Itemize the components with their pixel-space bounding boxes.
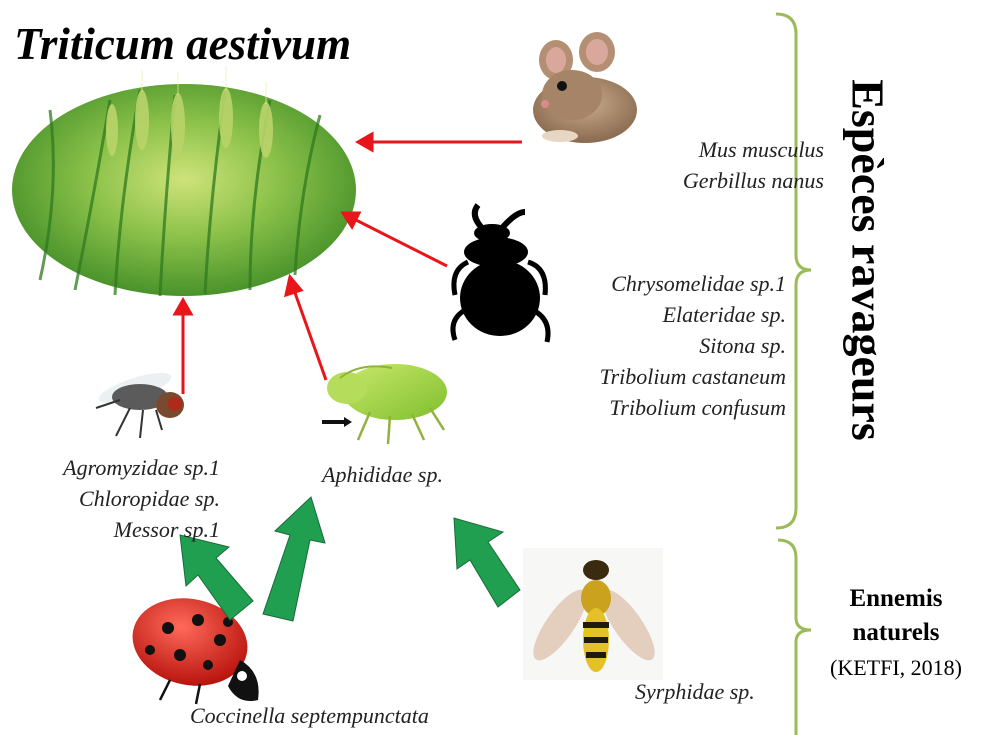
housefly-image xyxy=(96,367,184,438)
beetle-silhouette xyxy=(453,205,548,342)
flies-label: Agromyzidae sp.1 Chloropidae sp. Messor … xyxy=(63,452,220,545)
ladybug-label: Coccinella septempunctata xyxy=(190,700,429,731)
natural-enemies-group-label: Ennemis naturels xyxy=(806,582,982,650)
hoverfly-label: Syrphidae sp. xyxy=(635,676,755,707)
rodents-label: Mus musculus Gerbillus nanus xyxy=(683,134,824,196)
beetle-species-4: Tribolium castaneum xyxy=(600,361,786,392)
beetle-species-2: Elateridae sp. xyxy=(600,299,786,330)
fly-species-3: Messor sp.1 xyxy=(63,514,220,545)
fly-species-2: Chloropidae sp. xyxy=(63,483,220,514)
arrow-beetles-to-wheat xyxy=(354,219,447,266)
arrow-ladybug-to-aphid xyxy=(263,497,325,621)
predator-arrows xyxy=(180,497,520,621)
beetle-species-1: Chrysomelidae sp.1 xyxy=(600,268,786,299)
pest-species-group-text: Espèces ravageurs xyxy=(842,79,895,441)
hoverfly-image xyxy=(523,548,664,680)
natural-enemies-line-1: Ennemis xyxy=(806,582,982,616)
aphid-label: Aphididae sp. xyxy=(322,459,443,490)
natural-enemies-line-2: naturels xyxy=(806,616,982,650)
beetle-species-5: Tribolium confusum xyxy=(600,392,786,423)
beetle-species-3: Sitona sp. xyxy=(600,330,786,361)
mouse-image xyxy=(533,32,637,143)
rodent-species-1: Mus musculus xyxy=(683,134,824,165)
fly-species-1: Agromyzidae sp.1 xyxy=(63,452,220,483)
wheat-field-image xyxy=(12,66,356,296)
beetles-label: Chrysomelidae sp.1 Elateridae sp. Sitona… xyxy=(600,268,786,423)
citation: (KETFI, 2018) xyxy=(806,655,982,681)
arrow-aphid-to-wheat xyxy=(294,290,326,380)
pest-species-group-label: Espèces ravageurs xyxy=(838,40,898,480)
arrow-hoverfly-to-aphid xyxy=(454,518,520,607)
rodent-species-2: Gerbillus nanus xyxy=(683,165,824,196)
aphid-image xyxy=(322,364,447,444)
